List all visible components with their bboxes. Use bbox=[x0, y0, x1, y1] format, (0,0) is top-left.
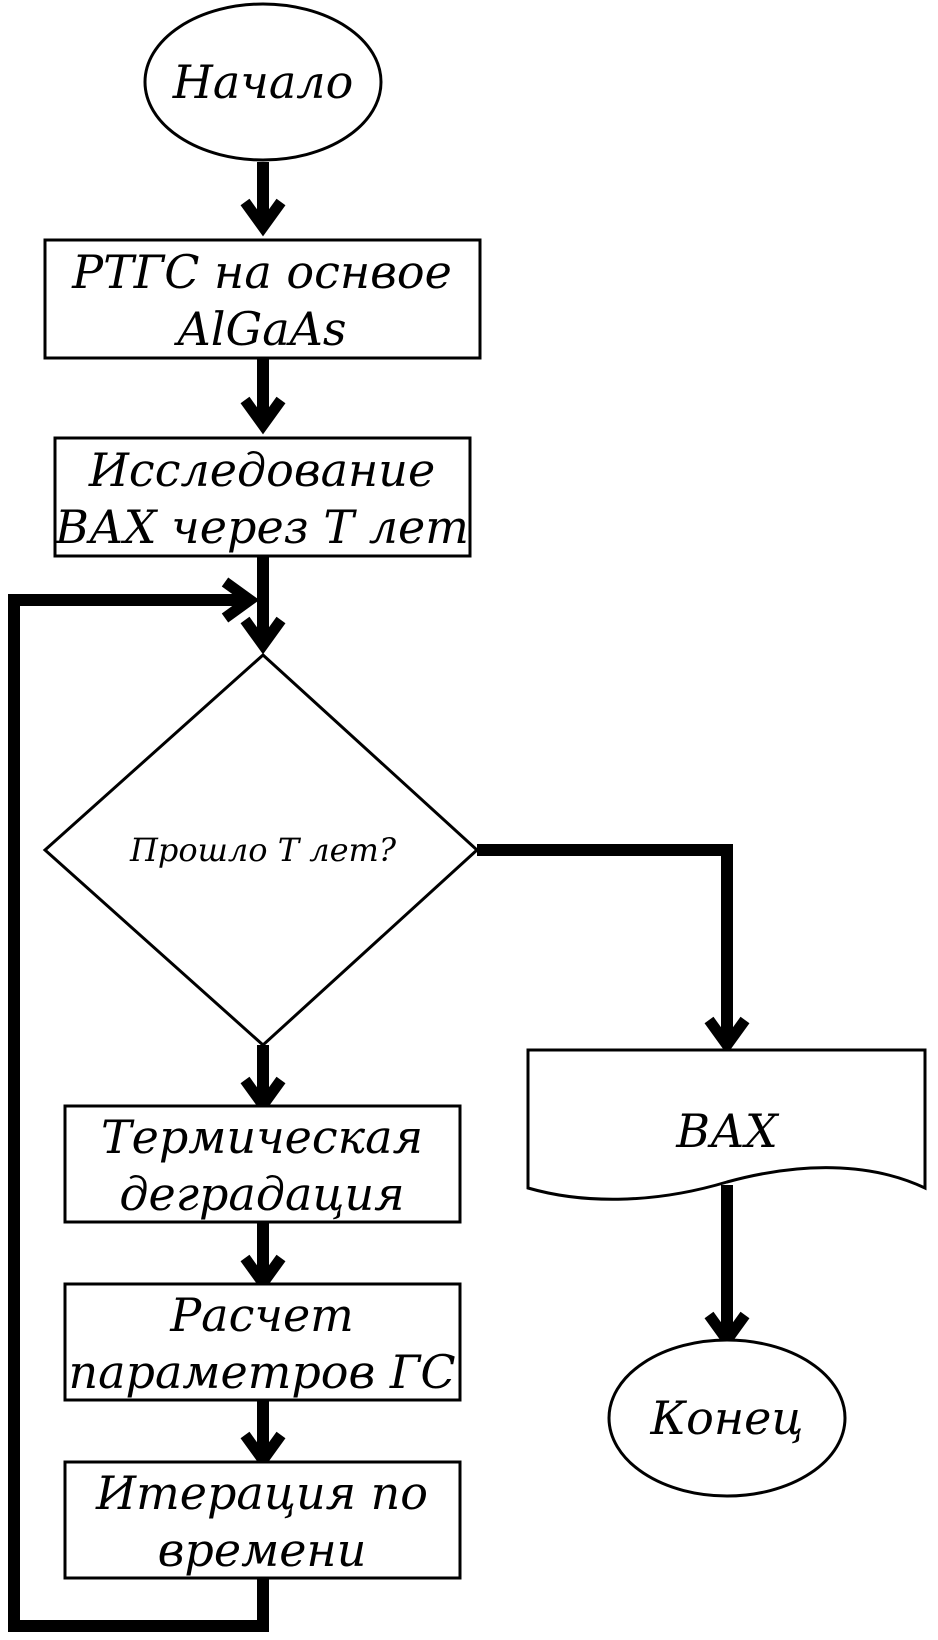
output-document: ВАХ bbox=[526, 1048, 927, 1201]
end-ellipse bbox=[607, 1338, 847, 1498]
thermal-box bbox=[63, 1104, 462, 1224]
arrowhead-decision bbox=[240, 616, 286, 655]
thermal-process: Термическая деградация bbox=[63, 1104, 462, 1224]
output-label: ВАХ bbox=[675, 1104, 780, 1158]
iteration-label-line2: времени bbox=[158, 1523, 367, 1577]
rtgs-box bbox=[43, 238, 482, 360]
thermal-label-line2: деградация bbox=[119, 1167, 404, 1221]
rtgs-label-line2: AlGaAs bbox=[174, 302, 347, 356]
study-label-line1: Исследование bbox=[88, 443, 435, 497]
study-label-line2: ВАХ через Т лет bbox=[54, 500, 469, 554]
loop-back-arrow bbox=[8, 594, 269, 1632]
arrowhead-rtgs bbox=[240, 198, 286, 237]
arrow-decision-to-output bbox=[477, 844, 733, 1040]
rtgs-process: РТГС на оснвое AlGaAs bbox=[43, 238, 482, 360]
arrowhead-iteration bbox=[240, 1431, 286, 1470]
decision-label: Прошло Т лет? bbox=[129, 831, 397, 869]
decision-diamond bbox=[42, 652, 480, 1048]
start-node: Начало bbox=[143, 2, 383, 162]
start-ellipse bbox=[143, 2, 383, 162]
end-label: Конец bbox=[650, 1391, 804, 1445]
study-box bbox=[53, 436, 472, 558]
start-label: Начало bbox=[172, 55, 354, 109]
calc-label-line2: параметров ГС bbox=[68, 1345, 455, 1399]
study-process: Исследование ВАХ через Т лет bbox=[53, 436, 472, 558]
arrowhead-study bbox=[240, 396, 286, 435]
arrowhead-loop bbox=[221, 577, 260, 623]
calc-label-line1: Расчет bbox=[169, 1288, 354, 1342]
rtgs-label-line1: РТГС на оснвое bbox=[71, 245, 452, 299]
calc-box bbox=[63, 1282, 462, 1402]
iteration-box bbox=[63, 1460, 462, 1580]
arrowhead-output bbox=[704, 1016, 750, 1055]
thermal-label-line1: Термическая bbox=[101, 1110, 423, 1164]
iteration-process: Итерация по времени bbox=[63, 1460, 462, 1580]
connectors bbox=[8, 162, 750, 1632]
output-document-shape bbox=[526, 1048, 927, 1201]
calc-process: Расчет параметров ГС bbox=[63, 1282, 462, 1402]
iteration-label-line1: Итерация по bbox=[95, 1466, 428, 1520]
end-node: Конец bbox=[607, 1338, 847, 1498]
decision-node: Прошло Т лет? bbox=[42, 652, 480, 1048]
